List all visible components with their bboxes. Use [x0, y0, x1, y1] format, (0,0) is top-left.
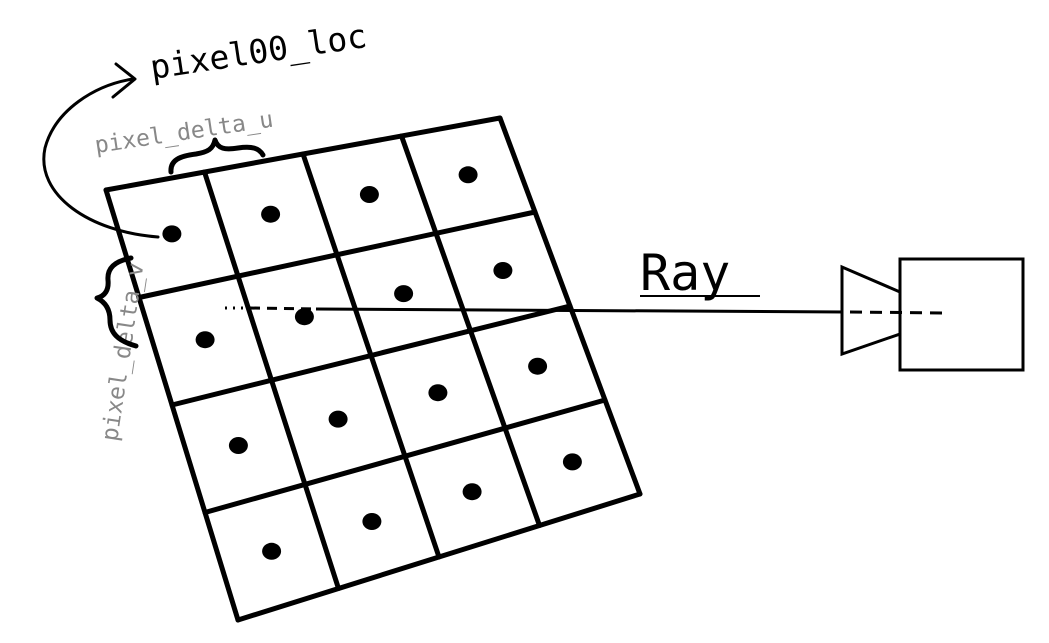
camera-body: [898, 257, 1025, 372]
pixel-center-dot: [428, 384, 448, 402]
delta-v-brace: [94, 255, 139, 349]
delta-u-label: pixel_delta_u: [93, 107, 275, 159]
pixel-center-dot: [528, 357, 548, 375]
delta-u-brace: [168, 137, 266, 175]
pixel-center-dot: [458, 166, 478, 184]
grid-col-line: [300, 151, 442, 560]
grid-col-line: [497, 115, 643, 497]
arrow-head-icon: [111, 62, 137, 99]
pixel-center-dot: [228, 437, 248, 454]
pixel-center-dot: [562, 453, 582, 471]
curved-arrow-icon: [42, 77, 160, 239]
pixel-centers: [162, 166, 582, 560]
pixel-center-dot: [328, 410, 348, 428]
ray: [225, 306, 946, 315]
pixel-center-dot: [294, 308, 314, 326]
ray-solid-segment: [315, 307, 846, 314]
grid-col-line: [399, 133, 542, 528]
camera-icon: [840, 257, 1025, 372]
pixel-center-dot: [195, 331, 215, 349]
pixel00-label: pixel00_loc: [147, 16, 369, 88]
pixel-center-dot: [394, 285, 414, 303]
grid-col-line: [202, 169, 341, 591]
pixel-center-dot: [362, 513, 382, 530]
pixel-center-dot: [493, 262, 513, 279]
pixel00-arrow: [42, 62, 160, 239]
ray-dashed-segment: [249, 306, 317, 311]
pixel-center-dot: [462, 483, 482, 501]
pixel-center-dot: [262, 542, 282, 560]
pixel-center-dot: [261, 205, 281, 223]
viewport-grid: [103, 115, 643, 623]
camera-lens: [840, 264, 902, 357]
ray-label: Ray: [640, 244, 730, 302]
camera-axis: [849, 310, 946, 315]
pixel-center-dot: [162, 225, 182, 243]
pixel-center-dot: [359, 186, 379, 203]
grid-col-line: [103, 187, 241, 623]
